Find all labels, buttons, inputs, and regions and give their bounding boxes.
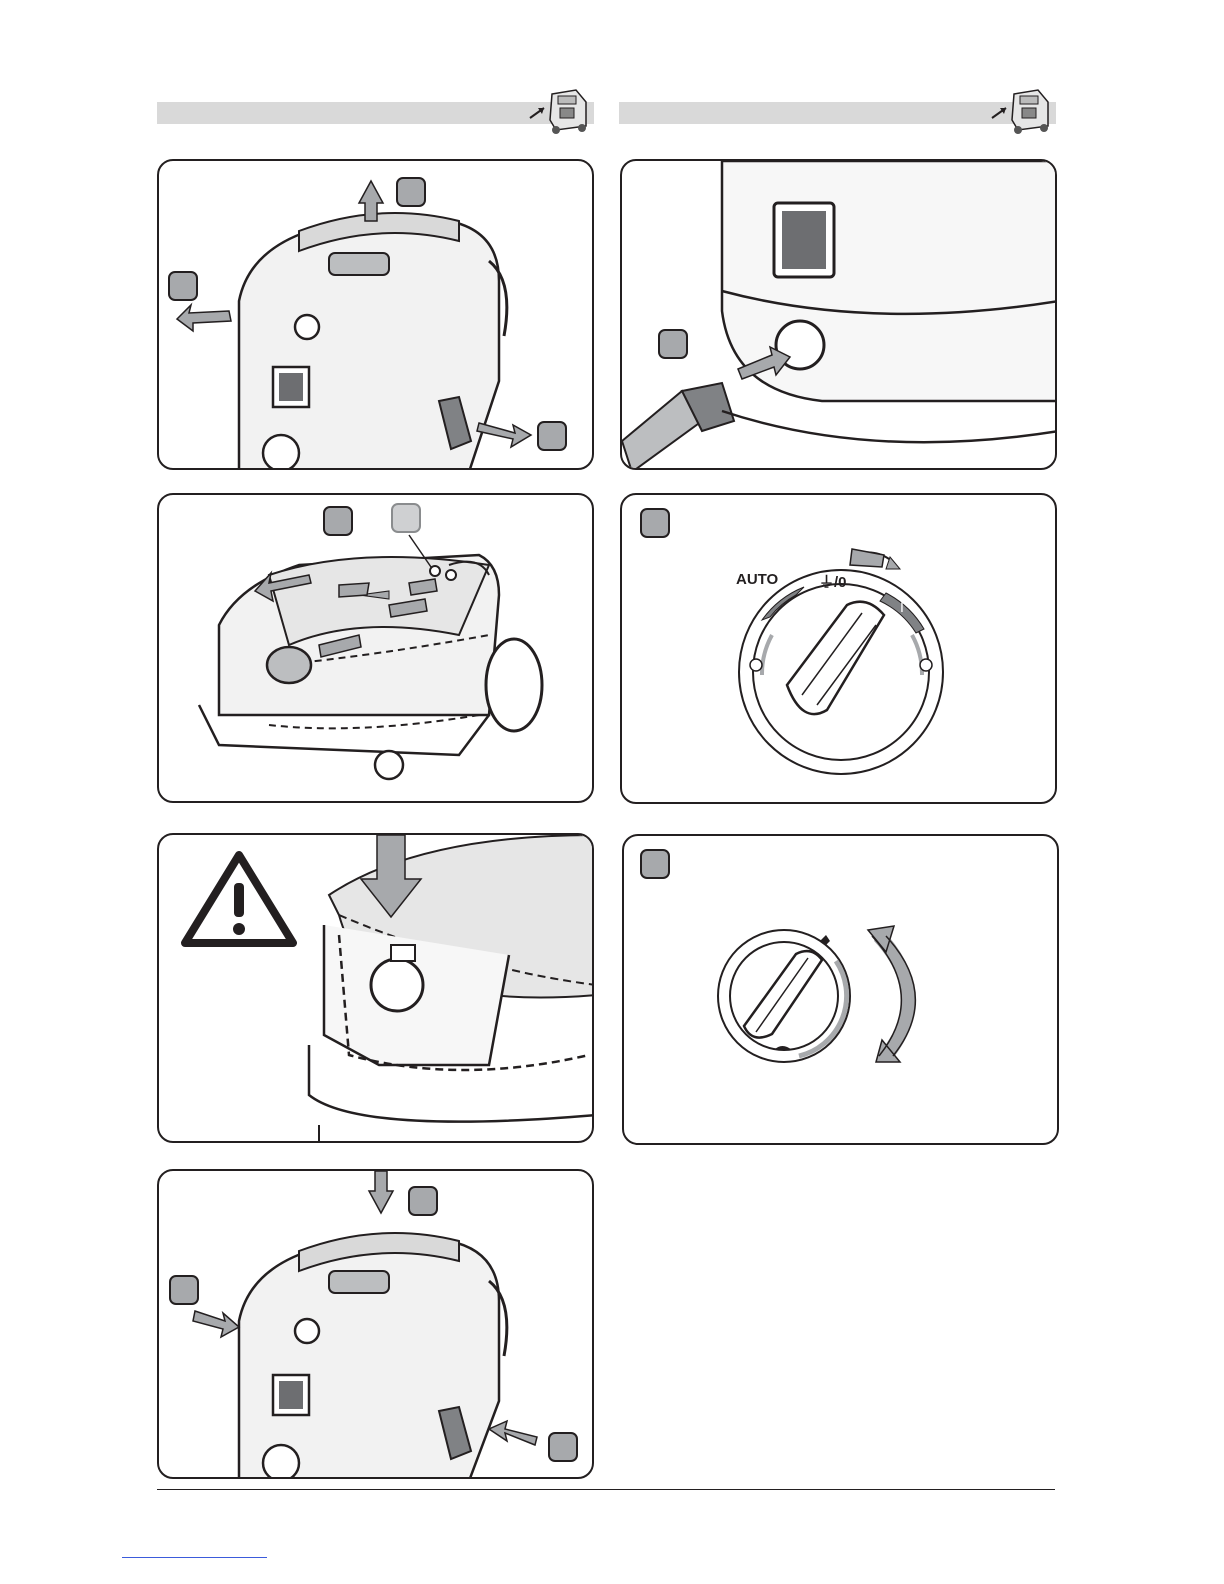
footer-rule (157, 1489, 1055, 1490)
vacuum-bag-illustration (159, 495, 594, 803)
vacuum-top-close-illustration (159, 1171, 594, 1479)
panel-bag-warning (157, 833, 594, 1143)
plug-icon: ⏚ (819, 574, 834, 591)
vacuum-cleaner-thumbnail-icon (990, 80, 1058, 136)
dust-indicator-icon (920, 659, 932, 671)
warning-triangle-icon (179, 849, 299, 949)
switch-label-plug-off: ⏚/0 (819, 571, 847, 592)
step-marker (408, 1186, 438, 1216)
step-marker (169, 1275, 199, 1305)
switch-label-auto: AUTO (736, 571, 778, 588)
switch-label-on: I (900, 599, 904, 615)
step-marker (537, 421, 567, 451)
panel-suction-regulator (622, 834, 1059, 1145)
step-marker (323, 506, 353, 536)
vacuum-cleaner-thumbnail-icon (528, 80, 596, 136)
step-marker (396, 177, 426, 207)
suction-regulator-knob-illustration (624, 836, 1059, 1145)
link-underline (122, 1557, 267, 1558)
vacuum-hose-port-illustration (622, 161, 1057, 470)
dust-indicator-icon (750, 659, 762, 671)
vacuum-top-open-illustration (159, 161, 594, 470)
step-marker (640, 508, 670, 538)
panel-bag-clips (157, 493, 594, 803)
panel-reattach-top (157, 1169, 594, 1479)
panel-main-switch: AUTO ⏚/0 I (620, 493, 1057, 804)
panel-remove-top (157, 159, 594, 470)
main-switch-knob-illustration (622, 495, 1057, 804)
step-marker (548, 1432, 578, 1462)
step-marker (391, 503, 421, 533)
panel-insert-hose (620, 159, 1057, 470)
step-marker (168, 271, 198, 301)
step-marker (640, 849, 670, 879)
step-marker (658, 329, 688, 359)
